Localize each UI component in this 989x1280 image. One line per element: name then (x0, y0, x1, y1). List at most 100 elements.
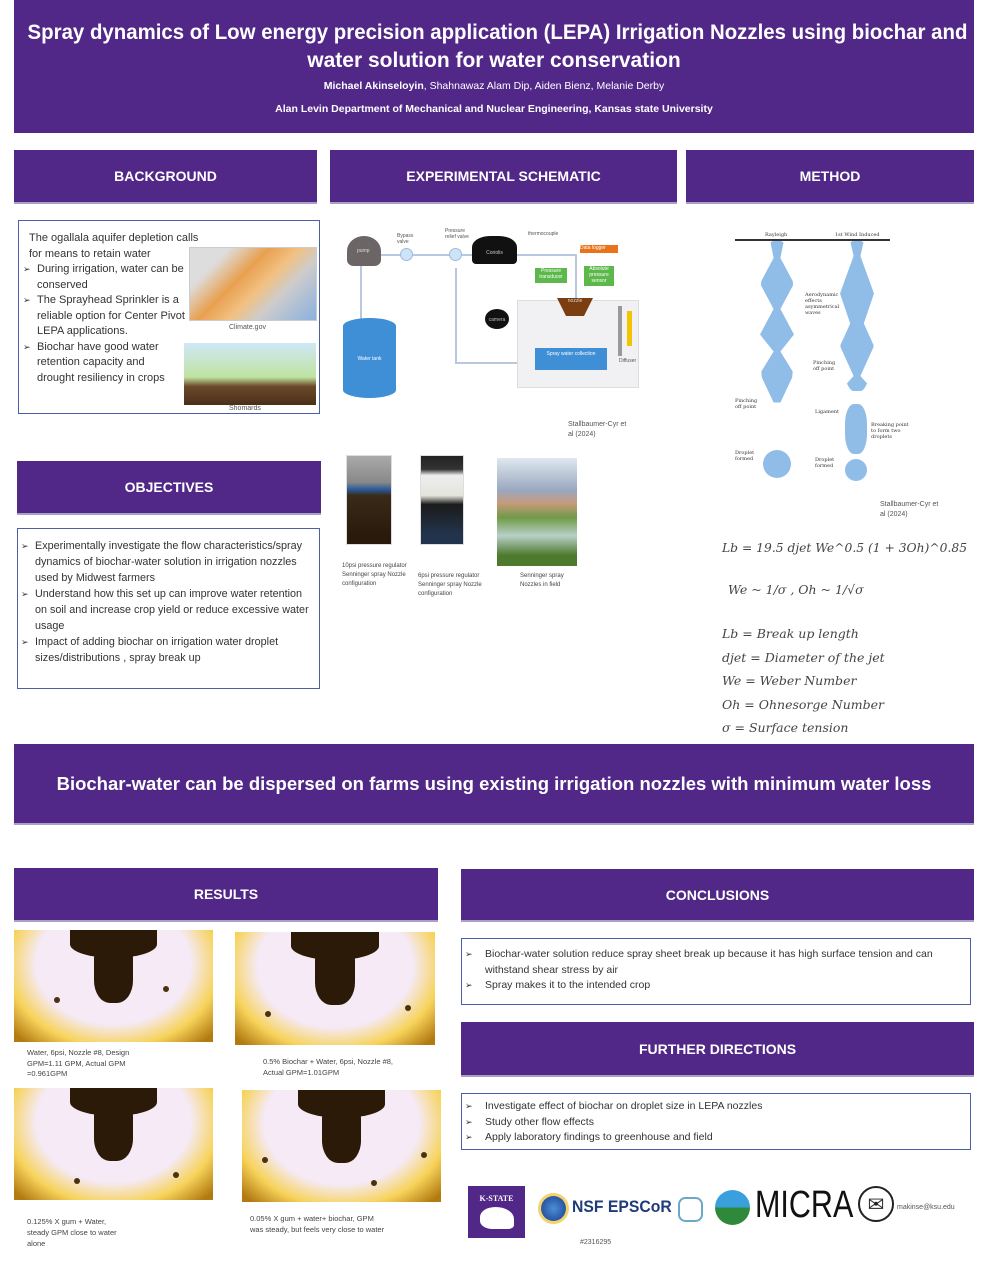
rayleigh-label: Rayleigh (765, 232, 788, 238)
further-directions-header: FURTHER DIRECTIONS (461, 1022, 974, 1077)
spray-image-biochar (235, 932, 435, 1045)
poster-title-line2: water solution for water conservation (307, 49, 681, 72)
grant-number: #2316295 (580, 1239, 612, 1246)
wildcat-icon (479, 1207, 514, 1229)
results-header: RESULTS (14, 868, 438, 922)
rayleigh-droplet (763, 450, 791, 478)
definition-list: Lb = Break up length djet = Diameter of … (722, 622, 885, 740)
jet-breakup-figure: Rayleigh 1st Wind Induced Aerodynamic ef… (735, 232, 920, 482)
data-logger: Data logger (580, 245, 618, 253)
affiliation: Alan Levin Department of Mechanical and … (275, 103, 713, 115)
epscor-emblem-icon (678, 1197, 703, 1222)
pinch-label: Pinching off point (813, 360, 836, 372)
biochar-water-image (184, 343, 316, 405)
definition: σ = Surface tension (722, 720, 849, 735)
breakup-length-equation-text: Lb = 19.5 djet We^0.5 (1 + 3Oh)^0.85 (722, 540, 968, 555)
micra-logo: MICRA (755, 1184, 853, 1226)
kstate-logo: K-STATE (468, 1186, 525, 1238)
ligament (845, 404, 867, 454)
diffuser-bar (618, 306, 622, 356)
further-item: Apply laboratory findings to greenhouse … (465, 1130, 967, 1146)
spray-collection: Spray water collection (535, 348, 607, 370)
pipe-line (455, 362, 535, 364)
breakup-length-equation: Lb = 19.5 djet We^0.5 (1 + 3Oh)^0.85 (722, 540, 971, 555)
diffuser-label: Diffuser (619, 358, 637, 364)
nozzle-icon: nozzle (557, 298, 593, 316)
photo-caption: Senninger spray Nozzles in field (520, 573, 564, 588)
conclusion-item: Biochar-water solution reduce spray shee… (465, 947, 967, 978)
camera-icon: camera (485, 309, 509, 329)
email-icon: ✉ (858, 1186, 894, 1222)
ruler-bar (627, 311, 632, 346)
field-nozzles-photo (497, 458, 577, 566)
pipe-line (575, 254, 577, 299)
background-intro: The ogallala aquifer depletion calls for… (29, 232, 199, 260)
further-item: Study other flow effects (465, 1115, 967, 1131)
map-credit: Climate.gov (229, 324, 266, 331)
wind-induced-label: 1st Wind Induced (835, 232, 880, 238)
relief-valve-label: Pressure relief valve (445, 228, 469, 240)
conclusion-item: Spray makes it to the intended crop (465, 978, 967, 994)
pump-icon (347, 236, 381, 266)
method-citation: Stallbaumer-Cyr et al (2024) (880, 501, 939, 518)
background-bullet: During irrigation, water can be conserve… (23, 262, 193, 293)
objectives-header: OBJECTIVES (17, 461, 321, 515)
relief-valve-icon (449, 248, 462, 261)
background-header: BACKGROUND (14, 150, 317, 204)
definition: djet = Diameter of the jet (722, 649, 885, 665)
spray-image-water (14, 930, 213, 1042)
bypass-valve-label: Bypass valve (397, 233, 414, 245)
ogallala-map-image (189, 247, 317, 321)
result-caption: Water, 6psi, Nozzle #8, Design GPM=1.11 … (27, 1048, 130, 1078)
breaking-label: Breaking point to form two droplets (871, 422, 909, 440)
droplet-label: Droplet formed (735, 450, 755, 462)
rayleigh-jet (760, 241, 794, 403)
wind-jet (840, 241, 874, 391)
thermocouple-label: thermocouple (528, 231, 559, 237)
objective-item: Impact of adding biochar on irrigation w… (21, 634, 316, 666)
micra-drop-icon (715, 1190, 750, 1225)
background-bullet: Biochar have good water retention capaci… (23, 340, 183, 387)
pipe-line (455, 268, 457, 363)
background-bullet: The Sprayhead Sprinkler is a reliable op… (23, 293, 208, 340)
poster-title-line1: Spray dynamics of Low energy precision a… (27, 21, 968, 44)
experimental-schematic-diagram: pump Bypass valve Pressure relief valve … (335, 228, 639, 398)
lead-author: Michael Akinseloyin (323, 80, 424, 92)
water-tank: Water tank (343, 318, 396, 398)
pinch-label: Pinching off point (735, 398, 758, 410)
micra-logo-text: MICRA (755, 1184, 854, 1226)
background-bullets: During irrigation, water can be conserve… (23, 262, 315, 386)
objectives-box: Experimentally investigate the flow char… (17, 528, 320, 689)
wind-droplet (845, 459, 867, 481)
further-directions-box: Investigate effect of biochar on droplet… (461, 1093, 971, 1150)
photo-caption: 10psi pressure regulator Senninger spray… (342, 563, 407, 587)
nsf-epscor-logo: NSF EPSCoR (572, 1197, 680, 1217)
definition: Lb = Break up length (722, 626, 859, 641)
droplet-label: Droplet formed (815, 457, 835, 469)
nsf-epscor-text: NSF EPSCoR (572, 1197, 672, 1216)
proportionality-equation: We ~ 1/σ , Oh ~ 1/√σ (728, 582, 864, 597)
key-message: Biochar-water can be dispersed on farms … (56, 772, 932, 794)
aerodynamic-label: Aerodynamic effects asymmetrical waves (805, 292, 840, 316)
objective-item: Experimentally investigate the flow char… (21, 538, 316, 586)
nozzle-photo-10psi (346, 455, 392, 545)
spray-image-xgum-biochar (242, 1090, 441, 1202)
spray-image-xgum (14, 1088, 213, 1200)
nozzle-photo-6psi (420, 455, 464, 545)
contact-email[interactable]: makinse@ksu.edu (897, 1204, 955, 1211)
title-banner: Spray dynamics of Low energy precision a… (14, 0, 974, 133)
coriolis-meter: Coriolis (472, 236, 517, 264)
figure-top-line (735, 239, 890, 241)
pump-label: pump (357, 248, 370, 254)
schematic-header: EXPERIMENTAL SCHEMATIC (330, 150, 677, 204)
result-caption: 0.5% Biochar + Water, 6psi, Nozzle #8, A… (263, 1057, 393, 1077)
ligament-label: Ligament (815, 409, 840, 415)
photo-caption: 6psi pressure regulator Senninger spray … (418, 573, 482, 597)
kstate-logo-text: K-STATE (479, 1194, 514, 1203)
pipe-line (360, 266, 362, 321)
conclusions-box: Biochar-water solution reduce spray shee… (461, 938, 971, 1005)
definition: We = Weber Number (722, 673, 857, 688)
result-caption: 0.125% X gum + Water, steady GPM close t… (27, 1217, 117, 1248)
conclusions-header: CONCLUSIONS (461, 869, 974, 922)
result-caption: 0.05% X gum + water+ biochar, GPM was st… (250, 1214, 385, 1234)
